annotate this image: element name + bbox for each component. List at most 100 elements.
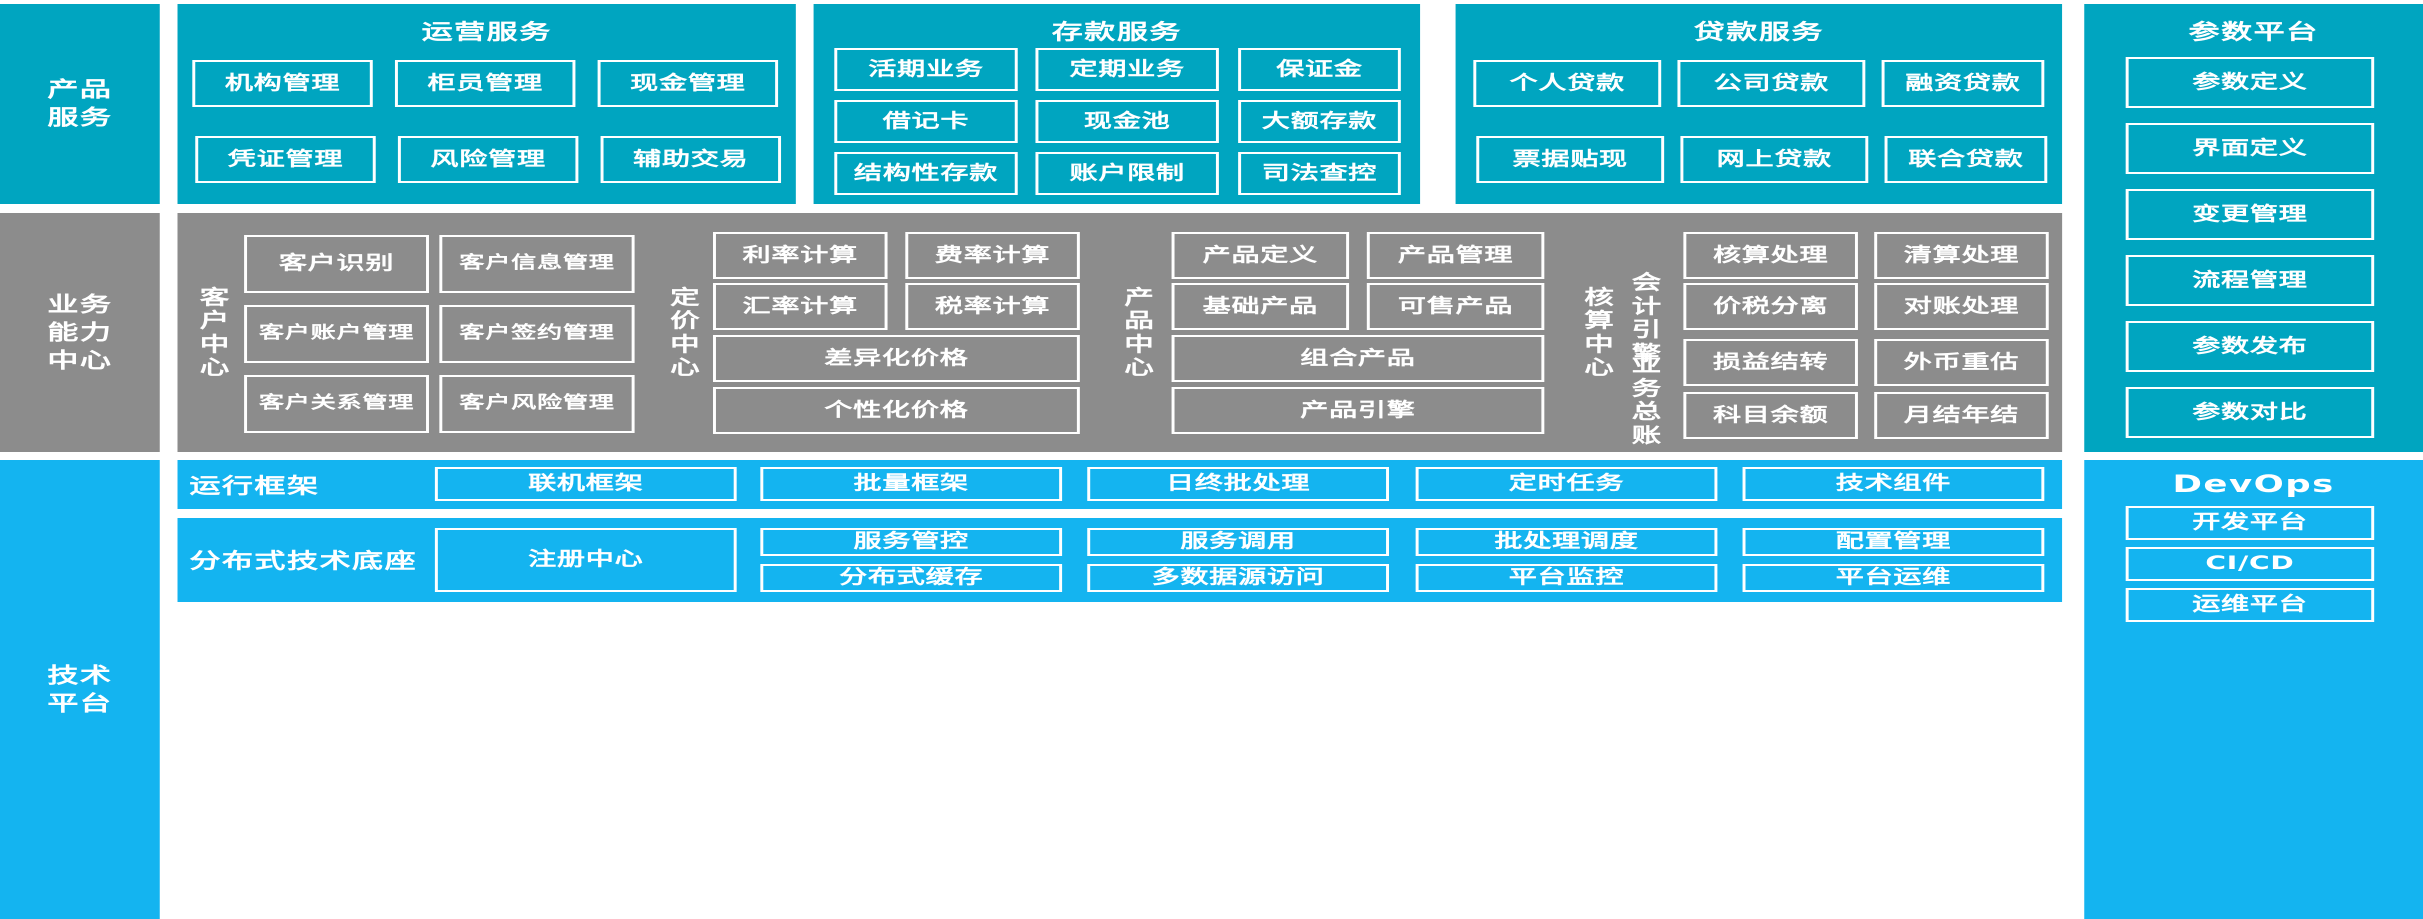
tile-product-1[interactable]: 产品管理 — [1366, 232, 1545, 279]
tile-registry-center[interactable]: 注册中心 — [434, 528, 737, 592]
business-capability-body: 客户中心 客户识别 客户信息管理 客户账户管理 客户签约管理 客户关系管理 客户… — [177, 213, 2063, 452]
tile-pricing-1[interactable]: 费率计算 — [905, 232, 1080, 279]
tile-foundation-bottom-3[interactable]: 平台运维 — [1742, 564, 2045, 592]
deposit-services-title: 存款服务 — [1051, 20, 1182, 44]
sidebar-item-parameter-definition[interactable]: 参数定义 — [2125, 57, 2375, 108]
parameter-platform-title: 参数平台 — [2188, 20, 2319, 44]
tile-loan-5[interactable]: 联合贷款 — [1884, 136, 2048, 183]
accounting-engine-label: 会计引擎 — [1631, 270, 1662, 365]
tile-runtime-1[interactable]: 批量框架 — [760, 467, 1063, 501]
sidebar-item-interface-definition[interactable]: 界面定义 — [2125, 123, 2375, 174]
tile-foundation-top-2[interactable]: 批处理调度 — [1415, 528, 1718, 556]
tile-customer-1[interactable]: 客户信息管理 — [439, 235, 635, 293]
tile-customer-3[interactable]: 客户签约管理 — [439, 305, 635, 363]
tile-product-wide-1[interactable]: 产品引擎 — [1171, 387, 1545, 434]
tile-runtime-3[interactable]: 定时任务 — [1415, 467, 1718, 501]
sidebar-parameter-platform: 参数平台 参数定义 界面定义 变更管理 流程管理 参数发布 参数对比 — [2084, 4, 2423, 452]
business-capability-rail-label: 业务 能力 中心 — [47, 291, 113, 373]
tile-deposit-2[interactable]: 保证金 — [1238, 48, 1401, 91]
tile-customer-0[interactable]: 客户识别 — [244, 235, 429, 293]
tile-pricing-0[interactable]: 利率计算 — [712, 232, 888, 279]
tile-deposit-7[interactable]: 账户限制 — [1035, 152, 1219, 195]
product-service-rail-label: 产品 服务 — [47, 77, 113, 130]
devops-title: DevOps — [2172, 470, 2335, 498]
tile-accounting-top-0[interactable]: 核算处理 — [1683, 232, 1858, 279]
tile-deposit-8[interactable]: 司法查控 — [1238, 152, 1401, 195]
sidebar-item-parameter-release[interactable]: 参数发布 — [2125, 321, 2375, 372]
tile-foundation-top-1[interactable]: 服务调用 — [1087, 528, 1390, 556]
tile-runtime-2[interactable]: 日终批处理 — [1087, 467, 1390, 501]
tile-pricing-3[interactable]: 税率计算 — [905, 283, 1080, 330]
group-deposit-services: 存款服务 活期业务 定期业务 保证金 借记卡 现金池 大额存款 结构性存款 账户… — [813, 4, 1421, 204]
tile-foundation-top-3[interactable]: 配置管理 — [1742, 528, 2045, 556]
tile-deposit-3[interactable]: 借记卡 — [834, 100, 1018, 143]
business-ledger-label: 业务总账 — [1631, 352, 1662, 447]
tile-operations-0[interactable]: 机构管理 — [192, 60, 373, 107]
tile-loan-4[interactable]: 网上贷款 — [1680, 136, 1869, 183]
tile-accounting-bottom-1[interactable]: 外币重估 — [1874, 339, 2049, 386]
tile-product-3[interactable]: 可售产品 — [1366, 283, 1545, 330]
tile-operations-3[interactable]: 凭证管理 — [195, 136, 376, 183]
tile-accounting-top-2[interactable]: 价税分离 — [1683, 283, 1858, 330]
technical-platform-rail: 技术 平台 — [0, 460, 160, 919]
sidebar-item-change-management[interactable]: 变更管理 — [2125, 189, 2375, 240]
tile-accounting-top-3[interactable]: 对账处理 — [1874, 283, 2049, 330]
tile-accounting-bottom-0[interactable]: 损益结转 — [1683, 339, 1858, 386]
tile-deposit-5[interactable]: 大额存款 — [1238, 100, 1401, 143]
row-distributed-foundation: 分布式技术底座 注册中心 服务管控 服务调用 批处理调度 配置管理 分布式缓存 … — [177, 518, 2063, 602]
group-loan-services: 贷款服务 个人贷款 公司贷款 融资贷款 票据贴现 网上贷款 联合贷款 — [1455, 4, 2063, 204]
group-pricing-center: 定价中心 利率计算 费率计算 汇率计算 税率计算 差异化价格 个性化价格 — [650, 213, 1095, 452]
group-customer-center: 客户中心 客户识别 客户信息管理 客户账户管理 客户签约管理 客户关系管理 客户… — [177, 213, 641, 452]
loan-services-title: 贷款服务 — [1693, 20, 1824, 44]
tile-deposit-1[interactable]: 定期业务 — [1035, 48, 1219, 91]
tile-product-2[interactable]: 基础产品 — [1171, 283, 1350, 330]
devops-item-dev-platform[interactable]: 开发平台 — [2125, 506, 2375, 540]
distributed-foundation-label: 分布式技术底座 — [189, 549, 418, 573]
tile-foundation-bottom-1[interactable]: 多数据源访问 — [1087, 564, 1390, 592]
tile-loan-3[interactable]: 票据贴现 — [1476, 136, 1665, 183]
tile-accounting-bottom-2[interactable]: 科目余额 — [1683, 392, 1858, 439]
tile-customer-5[interactable]: 客户风险管理 — [439, 375, 635, 433]
business-capability-rail: 业务 能力 中心 — [0, 213, 160, 452]
tile-customer-4[interactable]: 客户关系管理 — [244, 375, 429, 433]
tile-product-wide-0[interactable]: 组合产品 — [1171, 335, 1545, 382]
row-runtime-framework: 运行框架 联机框架 批量框架 日终批处理 定时任务 技术组件 — [177, 460, 2063, 509]
sidebar-devops: DevOps 开发平台 CI/CD 运维平台 — [2084, 460, 2423, 919]
tile-operations-1[interactable]: 柜员管理 — [394, 60, 576, 107]
pricing-center-label: 定价中心 — [670, 284, 700, 380]
accounting-center-label: 核算中心 — [1584, 284, 1614, 380]
operations-services-title: 运营服务 — [421, 20, 552, 44]
runtime-framework-label: 运行框架 — [189, 473, 320, 498]
tile-operations-2[interactable]: 现金管理 — [597, 60, 779, 107]
tile-product-0[interactable]: 产品定义 — [1171, 232, 1350, 279]
tile-deposit-6[interactable]: 结构性存款 — [834, 152, 1018, 195]
devops-item-ci-cd[interactable]: CI/CD — [2125, 547, 2375, 581]
tile-deposit-4[interactable]: 现金池 — [1035, 100, 1219, 143]
tile-customer-2[interactable]: 客户账户管理 — [244, 305, 429, 363]
tile-foundation-bottom-2[interactable]: 平台监控 — [1415, 564, 1718, 592]
tile-loan-2[interactable]: 融资贷款 — [1881, 60, 2045, 107]
group-operations-services: 运营服务 机构管理 柜员管理 现金管理 凭证管理 风险管理 辅助交易 — [177, 4, 796, 204]
tile-pricing-wide-1[interactable]: 个性化价格 — [712, 387, 1080, 434]
devops-item-ops-platform[interactable]: 运维平台 — [2125, 588, 2375, 622]
sidebar-item-parameter-compare[interactable]: 参数对比 — [2125, 387, 2375, 438]
tile-foundation-bottom-0[interactable]: 分布式缓存 — [760, 564, 1063, 592]
tile-accounting-bottom-3[interactable]: 月结年结 — [1874, 392, 2049, 439]
tile-loan-0[interactable]: 个人贷款 — [1473, 60, 1662, 107]
tile-foundation-top-0[interactable]: 服务管控 — [760, 528, 1063, 556]
customer-center-label: 客户中心 — [199, 284, 230, 380]
product-center-label: 产品中心 — [1124, 284, 1154, 380]
tile-operations-5[interactable]: 辅助交易 — [600, 136, 782, 183]
group-product-center: 产品中心 产品定义 产品管理 基础产品 可售产品 组合产品 产品引擎 — [1104, 213, 1561, 452]
sidebar-item-process-management[interactable]: 流程管理 — [2125, 255, 2375, 306]
tile-runtime-4[interactable]: 技术组件 — [1742, 467, 2045, 501]
group-accounting-center: 核算中心 会计引擎 业务总账 核算处理 清算处理 价税分离 对账处理 损益结转 … — [1570, 213, 2063, 452]
tile-pricing-wide-0[interactable]: 差异化价格 — [712, 335, 1080, 382]
tile-deposit-0[interactable]: 活期业务 — [834, 48, 1018, 91]
technical-platform-rail-label: 技术 平台 — [47, 663, 113, 716]
tile-loan-1[interactable]: 公司贷款 — [1677, 60, 1866, 107]
tile-pricing-2[interactable]: 汇率计算 — [712, 283, 888, 330]
tile-runtime-0[interactable]: 联机框架 — [434, 467, 737, 501]
tile-accounting-top-1[interactable]: 清算处理 — [1874, 232, 2049, 279]
tile-operations-4[interactable]: 风险管理 — [397, 136, 579, 183]
